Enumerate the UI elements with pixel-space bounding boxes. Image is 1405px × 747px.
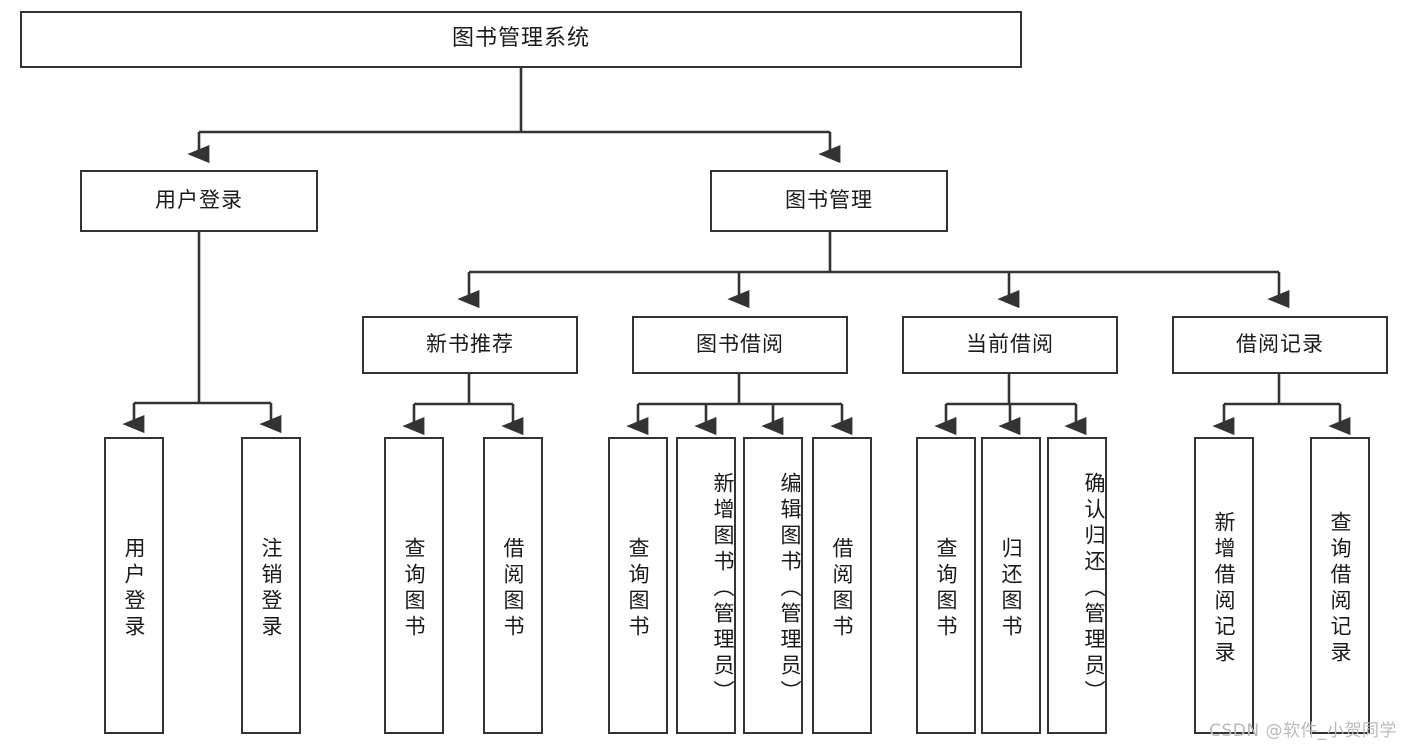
node-user-login[interactable]: 用户登录 bbox=[80, 170, 318, 232]
leaf-add-record[interactable]: 新增借阅记录 bbox=[1194, 437, 1254, 734]
leaf-edit-book[interactable]: 编辑图书（管理员） bbox=[743, 437, 803, 734]
leaf-borrow-book-2[interactable]: 借阅图书 bbox=[812, 437, 872, 734]
node-label: 新书推荐 bbox=[426, 332, 514, 357]
node-label: 查询图书 bbox=[934, 536, 959, 641]
leaf-query-book-3[interactable]: 查询图书 bbox=[916, 437, 976, 734]
node-label: 确认归还（管理员） bbox=[1082, 471, 1106, 706]
node-label: 用户登录 bbox=[122, 536, 147, 641]
leaf-user-logout[interactable]: 注销登录 bbox=[241, 437, 301, 734]
node-label: 新增借阅记录 bbox=[1212, 510, 1237, 667]
leaf-query-record[interactable]: 查询借阅记录 bbox=[1310, 437, 1370, 734]
leaf-user-login[interactable]: 用户登录 bbox=[104, 437, 164, 734]
node-book-manage[interactable]: 图书管理 bbox=[710, 170, 948, 232]
node-new-book-rec[interactable]: 新书推荐 bbox=[362, 316, 578, 374]
node-label: 图书管理系统 bbox=[451, 26, 590, 52]
leaf-query-book-2[interactable]: 查询图书 bbox=[608, 437, 668, 734]
node-root-system[interactable]: 图书管理系统 bbox=[20, 11, 1022, 68]
node-label: 图书借阅 bbox=[696, 332, 784, 357]
node-label: 借阅图书 bbox=[830, 536, 855, 641]
node-label: 借阅记录 bbox=[1236, 332, 1324, 357]
node-label: 查询图书 bbox=[626, 536, 651, 641]
leaf-query-book-1[interactable]: 查询图书 bbox=[384, 437, 444, 734]
node-label: 查询借阅记录 bbox=[1328, 510, 1353, 667]
leaf-confirm-return[interactable]: 确认归还（管理员） bbox=[1047, 437, 1107, 734]
node-label: 当前借阅 bbox=[966, 332, 1054, 357]
node-label: 注销登录 bbox=[259, 536, 284, 641]
csdn-watermark: CSDN @软件_小贺同学 bbox=[1209, 721, 1397, 741]
leaf-add-book[interactable]: 新增图书（管理员） bbox=[676, 437, 736, 734]
node-label: 图书管理 bbox=[785, 188, 873, 213]
node-label: 查询图书 bbox=[402, 536, 427, 641]
node-label: 编辑图书（管理员） bbox=[778, 471, 802, 706]
node-current-borrow[interactable]: 当前借阅 bbox=[902, 316, 1118, 374]
leaf-borrow-book-1[interactable]: 借阅图书 bbox=[483, 437, 543, 734]
node-book-borrow[interactable]: 图书借阅 bbox=[632, 316, 848, 374]
node-label: 归还图书 bbox=[999, 536, 1024, 641]
node-borrow-record[interactable]: 借阅记录 bbox=[1172, 316, 1388, 374]
node-label: 借阅图书 bbox=[501, 536, 526, 641]
leaf-return-book[interactable]: 归还图书 bbox=[981, 437, 1041, 734]
node-label: 用户登录 bbox=[155, 188, 243, 213]
node-label: 新增图书（管理员） bbox=[711, 471, 735, 706]
